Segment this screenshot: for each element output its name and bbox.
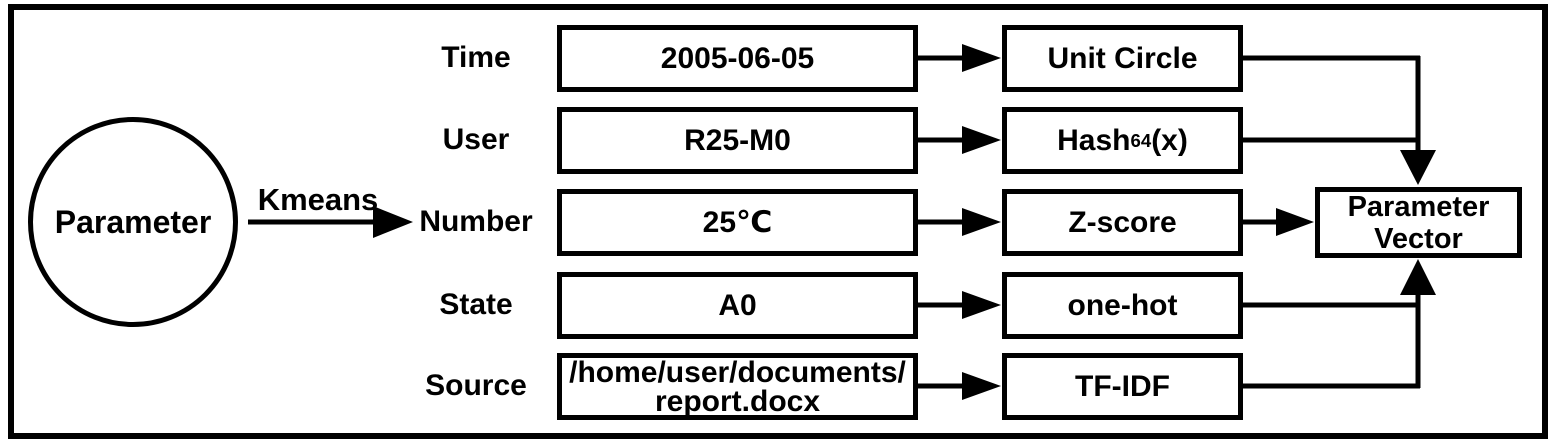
- parameter-vector-node: Parameter Vector: [1315, 187, 1522, 258]
- arrow-number-to-zscore: [918, 208, 1001, 236]
- kmeans-label: Kmeans: [257, 182, 379, 217]
- arrow-time-to-unit-circle: [918, 44, 1001, 72]
- transform-sub-hash64: 64: [1130, 129, 1152, 151]
- arrow-zscore-to-vector: [1243, 208, 1314, 236]
- value-box-user: R25-M0: [557, 107, 918, 174]
- transform-tail-hash64: (x): [1151, 123, 1188, 157]
- value-text-number: 25℃: [702, 206, 773, 239]
- transform-text-unit-circle: Unit Circle: [1047, 41, 1198, 75]
- row-label-state: State: [439, 288, 513, 321]
- value-box-state: A0: [557, 272, 918, 339]
- row-label-source: Source: [425, 369, 527, 402]
- value-box-number: 25℃: [557, 189, 918, 256]
- arrow-user-to-hash: [918, 126, 1001, 154]
- collector-bottom: [1243, 259, 1436, 389]
- transform-text-onehot: one-hot: [1067, 288, 1178, 322]
- collector-top: [1243, 55, 1436, 185]
- transform-box-onehot: one-hot: [1002, 272, 1243, 339]
- arrow-state-to-onehot: [918, 291, 1001, 319]
- kmeans-arrow: [248, 206, 413, 238]
- row-label-user: User: [442, 123, 510, 156]
- row-label-number: Number: [419, 205, 533, 238]
- parameter-vector-line1: Parameter: [1347, 190, 1490, 223]
- row-label-time: Time: [441, 41, 511, 74]
- transform-box-tfidf: TF-IDF: [1002, 353, 1243, 420]
- value-text-time: 2005-06-05: [660, 42, 815, 75]
- value-text-state: A0: [718, 289, 757, 322]
- transform-box-zscore: Z-score: [1002, 189, 1243, 256]
- value-text-user: R25-M0: [684, 124, 791, 157]
- arrow-source-to-tfidf: [918, 372, 1001, 400]
- transform-text-hash64: Hash: [1057, 123, 1131, 157]
- transform-text-zscore: Z-score: [1068, 205, 1177, 239]
- value-text-source: /home/user/documents/ report.docx: [569, 355, 906, 418]
- transform-text-tfidf: TF-IDF: [1075, 369, 1170, 403]
- value-box-time: 2005-06-05: [557, 25, 918, 92]
- parameter-node-label: Parameter: [54, 203, 212, 240]
- parameter-vector-line2: Vector: [1374, 222, 1463, 255]
- parameter-node: Parameter: [28, 117, 238, 327]
- value-box-source: /home/user/documents/ report.docx: [557, 353, 918, 420]
- diagram-border: [8, 4, 1548, 439]
- transform-box-unit-circle: Unit Circle: [1002, 25, 1243, 92]
